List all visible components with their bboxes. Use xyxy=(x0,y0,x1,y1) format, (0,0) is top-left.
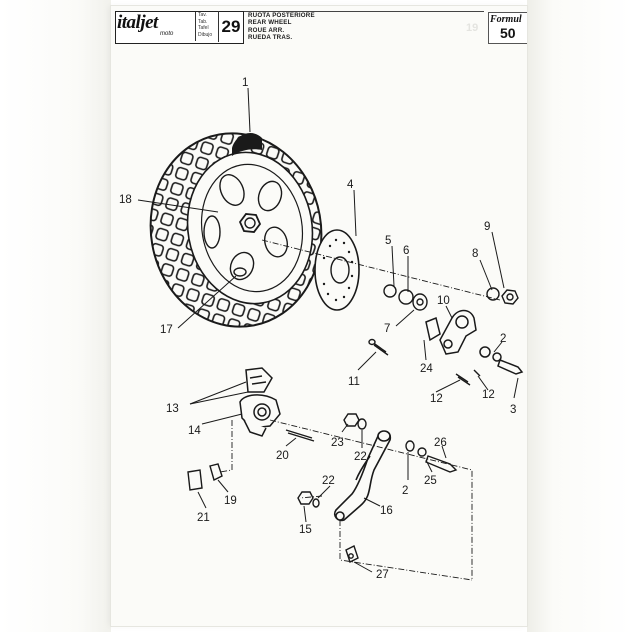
callout-12: 12 xyxy=(430,393,443,405)
callout-24: 24 xyxy=(420,363,433,375)
callout-3: 3 xyxy=(510,404,516,416)
leader-lines xyxy=(137,87,519,573)
lever-hardware xyxy=(297,413,458,563)
axle-parts xyxy=(383,284,519,311)
table-label: Tab. xyxy=(198,18,208,25)
brand-sub: moto xyxy=(160,31,174,37)
model-box xyxy=(488,12,527,44)
callout-25: 25 xyxy=(424,475,437,487)
brand-logo: italjet xyxy=(117,12,158,33)
callout-10: 10 xyxy=(437,295,450,307)
caliper-bracket xyxy=(425,309,524,375)
table-number: 29 xyxy=(218,11,243,42)
header-box xyxy=(115,11,244,44)
callout-13: 13 xyxy=(166,403,179,415)
callout-7: 7 xyxy=(384,323,390,335)
brake-disc xyxy=(314,229,360,311)
callout-8: 8 xyxy=(472,248,478,260)
table-label: Dibujo xyxy=(198,31,213,38)
brake-caliper xyxy=(239,367,281,437)
callout-20: 20 xyxy=(276,450,289,462)
assembly-guides xyxy=(219,239,501,581)
callout-12: 12 xyxy=(482,389,495,401)
table-labels: Tav. Tab. Tafel Dibujo xyxy=(195,12,220,41)
callout-5: 5 xyxy=(385,235,391,247)
callout-2: 2 xyxy=(402,485,408,497)
callout-22: 22 xyxy=(322,475,335,487)
bolts xyxy=(285,338,481,442)
brake-lever xyxy=(333,430,392,522)
title-en: REAR WHEEL xyxy=(248,19,292,27)
callout-17: 17 xyxy=(160,324,173,336)
callout-27: 27 xyxy=(376,569,389,581)
header-rule xyxy=(244,11,484,12)
callout-9: 9 xyxy=(484,221,490,233)
callout-15: 15 xyxy=(299,524,312,536)
callout-16: 16 xyxy=(380,505,393,517)
callout-numbers: 1 18 4 5 6 9 8 10 7 2 17 11 24 12 12 3 1… xyxy=(119,77,516,581)
rear-wheel xyxy=(149,132,323,328)
callout-6: 6 xyxy=(403,245,409,257)
callout-2: 2 xyxy=(500,333,506,345)
title-es: RUEDA TRAS. xyxy=(248,34,293,42)
bleed-through: 19 xyxy=(466,22,479,34)
callout-4: 4 xyxy=(347,179,354,191)
model-name: Formul xyxy=(490,14,522,25)
title-fr: ROUE ARR. xyxy=(248,26,285,34)
callout-22: 22 xyxy=(354,451,367,463)
page-titles: RUOTA POSTERIORE REAR WHEEL ROUE ARR. RU… xyxy=(248,12,315,42)
title-it: RUOTA POSTERIORE xyxy=(248,12,315,19)
brake-pads xyxy=(187,463,223,491)
callout-21: 21 xyxy=(197,512,210,524)
table-label: Tav. xyxy=(198,12,207,18)
scan-margin-left xyxy=(0,0,111,632)
scan-margin-right xyxy=(527,0,632,632)
callout-23: 23 xyxy=(331,437,344,449)
table-label: Tafel xyxy=(198,25,209,31)
callout-18: 18 xyxy=(119,194,132,206)
callout-1: 1 xyxy=(242,77,248,89)
callout-14: 14 xyxy=(188,425,201,437)
model-number: 50 xyxy=(500,25,516,41)
callout-11: 11 xyxy=(348,376,360,388)
callout-26: 26 xyxy=(434,437,447,449)
callout-19: 19 xyxy=(224,495,237,507)
